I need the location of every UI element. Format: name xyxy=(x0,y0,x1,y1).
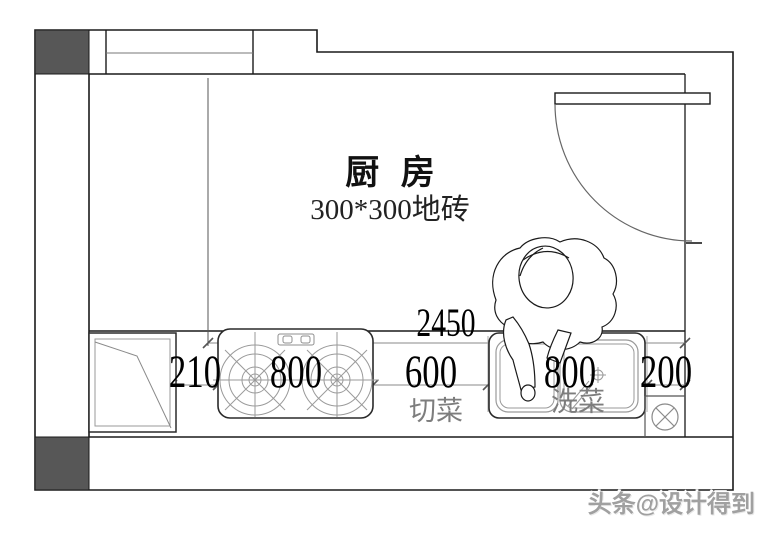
dimension-segment-sink: 800 xyxy=(543,346,597,398)
wall-piers xyxy=(34,29,90,491)
watermark: 头条@设计得到 xyxy=(587,491,755,518)
cutting-area-label: 切菜 xyxy=(409,396,463,426)
faucet-icon xyxy=(567,367,606,410)
dimension-segment-stove: 800 xyxy=(269,346,323,398)
window-icon xyxy=(105,30,254,74)
stove-burner-left xyxy=(213,332,297,417)
room-title: 厨 房 xyxy=(345,154,435,192)
stove-burner-right xyxy=(295,332,379,417)
washing-area-label: 洗菜 xyxy=(551,387,605,417)
dimension-overall-width: 2450 xyxy=(416,300,476,345)
dimension-segment-right-gap: 200 xyxy=(639,346,693,398)
door-swing-icon xyxy=(554,92,711,244)
person-top-view-icon xyxy=(492,237,617,402)
floor-drain-icon xyxy=(644,395,685,437)
dimension-segment-cutting-area: 600 xyxy=(404,346,458,398)
dimension-segment-left-gap: 210 xyxy=(168,346,222,398)
gas-stove-2-burner-icon xyxy=(213,328,379,419)
floor-tile-note: 300*300地砖 xyxy=(310,194,470,226)
refrigerator-icon xyxy=(88,332,177,433)
